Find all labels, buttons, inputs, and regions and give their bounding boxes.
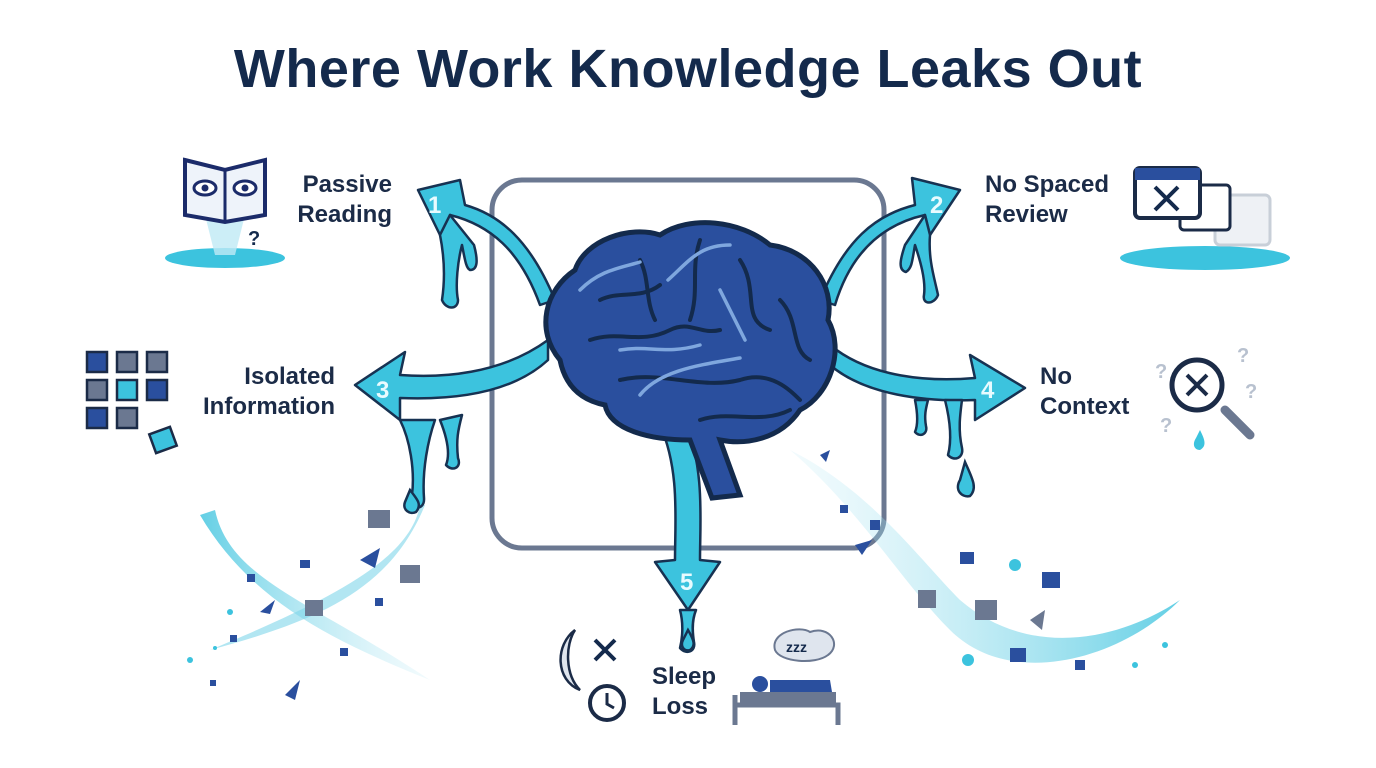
alarm-bed-icon: zzz (559, 628, 841, 725)
water-drop (956, 458, 976, 498)
svg-text:?: ? (1160, 415, 1172, 437)
leak-arrow-2 (818, 176, 962, 307)
water-drop (403, 487, 421, 515)
leak-stream-left (187, 505, 430, 700)
brain-icon (543, 220, 838, 501)
magnifier-confused-icon: ? ? ? ? (1155, 345, 1257, 450)
open-book-eyes-icon: ? (165, 157, 285, 268)
leak-arrow-1 (416, 178, 557, 307)
leak-number-3: 3 (376, 377, 389, 404)
puzzle-pieces-icon (85, 350, 179, 455)
leak-arrow-3 (353, 338, 550, 422)
svg-text:?: ? (1237, 345, 1249, 367)
leak-number-1: 1 (428, 192, 441, 219)
leak-number-5: 5 (680, 569, 693, 596)
svg-text:?: ? (1245, 381, 1257, 403)
leak-stream-right (790, 450, 1180, 670)
leak-number-4: 4 (981, 377, 995, 404)
svg-text:?: ? (1155, 361, 1167, 383)
leak-number-2: 2 (930, 192, 943, 219)
water-drop (680, 627, 695, 652)
page-title: Where Work Knowledge Leaks Out (233, 39, 1143, 99)
svg-text:?: ? (248, 228, 260, 250)
calendar-missed-icon (1120, 166, 1290, 270)
puzzle-piece-icon (368, 510, 390, 528)
leak-arrow-4 (828, 343, 1027, 422)
svg-text:zzz: zzz (786, 639, 807, 655)
